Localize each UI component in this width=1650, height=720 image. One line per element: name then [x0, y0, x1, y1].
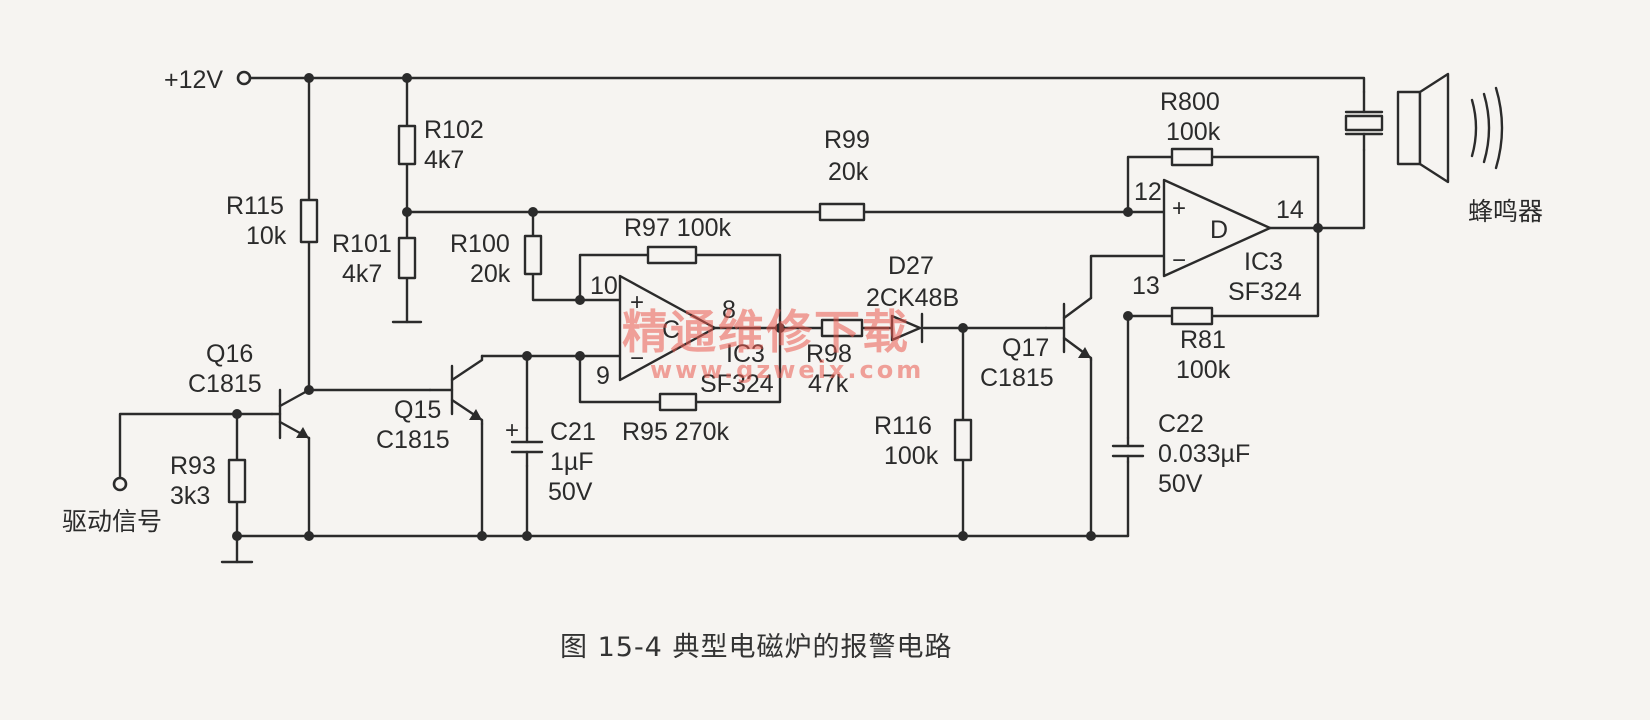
c21-polarity: +	[505, 417, 519, 444]
c22-rating: 50V	[1158, 470, 1203, 498]
r115-ref: R115	[226, 192, 284, 220]
input-label: 驱动信号	[62, 508, 162, 536]
piezo-buzzer	[1344, 90, 1384, 152]
ic3d-pin-minus: 13	[1132, 272, 1160, 300]
ic3c-ref: IC3	[726, 340, 765, 368]
r101-ref: R101	[332, 230, 392, 258]
c21-value: 1µF	[550, 448, 594, 476]
c22-value: 0.033µF	[1158, 440, 1250, 468]
ic3d-value: SF324	[1228, 278, 1302, 306]
ic3c-plus-sign: +	[630, 289, 644, 316]
supply-label: +12V	[164, 66, 223, 94]
ic3d-unit: D	[1210, 216, 1228, 244]
resistor-r98: R98 47k	[806, 318, 864, 398]
ic3c-unit: C	[662, 316, 680, 344]
r800-value: 100k	[1166, 118, 1221, 146]
resistor-r100: R100 20k	[450, 230, 543, 288]
ic3d-pin-plus: 12	[1134, 178, 1162, 206]
r97-label: R97 100k	[624, 214, 732, 242]
d27-ref: D27	[888, 252, 934, 280]
ic3d-pin-out: 14	[1276, 196, 1304, 224]
ic3d-minus-sign: −	[1172, 247, 1186, 274]
opamp-ic3d: + − D 12 13 14 IC3 SF324	[1132, 178, 1304, 306]
transistor-q16: Q16 C1815	[188, 340, 311, 440]
resistor-r101: R101 4k7	[332, 230, 417, 288]
q16-value: C1815	[188, 370, 262, 398]
c22-ref: C22	[1158, 410, 1204, 438]
input-terminal: 驱动信号	[62, 476, 162, 536]
q15-value: C1815	[376, 426, 450, 454]
ic3c-pin-out: 8	[722, 296, 736, 324]
r101-value: 4k7	[342, 260, 382, 288]
r81-value: 100k	[1176, 356, 1231, 384]
ic3c-minus-sign: −	[630, 345, 644, 372]
watermark-url: www.gzweix.com	[650, 356, 924, 384]
resistor-r102: R102 4k7	[397, 116, 484, 174]
resistor-r97: R97 100k	[624, 214, 732, 265]
q15-ref: Q15	[394, 396, 441, 424]
capacitor-c22: C22 0.033µF 50V	[1111, 410, 1250, 498]
resistor-r81: R81 100k	[1170, 306, 1231, 384]
r100-value: 20k	[470, 260, 511, 288]
r800-ref: R800	[1160, 88, 1220, 116]
r81-ref: R81	[1180, 326, 1226, 354]
r115-value: 10k	[246, 222, 287, 250]
resistor-r93: R93 3k3	[170, 452, 247, 510]
ic3d-plus-sign: +	[1172, 195, 1186, 222]
c21-ref: C21	[550, 418, 596, 446]
resistor-r95: R95 270k	[622, 392, 730, 446]
r99-ref: R99	[824, 126, 870, 154]
ic3c-value: SF324	[700, 370, 774, 398]
d27-value: 2CK48B	[866, 284, 959, 312]
q16-ref: Q16	[206, 340, 253, 368]
r98-value: 47k	[808, 370, 849, 398]
c21-rating: 50V	[548, 478, 593, 506]
r93-ref: R93	[170, 452, 216, 480]
r100-ref: R100	[450, 230, 510, 258]
junction-dots	[232, 73, 1323, 541]
diode-d27: D27 2CK48B	[866, 252, 959, 344]
r116-value: 100k	[884, 442, 939, 470]
transistor-q17: Q17 C1815	[980, 296, 1093, 392]
r99-value: 20k	[828, 158, 869, 186]
ic3d-ref: IC3	[1244, 248, 1283, 276]
opamp-ic3c: + − C 10 9 8 IC3 SF324	[590, 272, 774, 398]
transistor-q15: Q15 C1815	[376, 354, 484, 454]
speaker-icon: 蜂鸣器	[1396, 72, 1543, 226]
resistor-r115: R115 10k	[226, 192, 319, 250]
resistor-r99: R99 20k	[818, 126, 870, 222]
resistor-r800: R800 100k	[1160, 88, 1221, 167]
resistor-r116: R116 100k	[874, 412, 973, 470]
figure-caption: 图 15-4 典型电磁炉的报警电路	[560, 632, 952, 663]
r102-value: 4k7	[424, 146, 464, 174]
q17-ref: Q17	[1002, 334, 1049, 362]
q17-value: C1815	[980, 364, 1054, 392]
buzzer-label: 蜂鸣器	[1468, 198, 1543, 226]
ic3c-pin-minus: 9	[596, 362, 610, 390]
r95-label: R95 270k	[622, 418, 730, 446]
watermark-text: 精通维修下载	[622, 305, 910, 359]
watermark: 精通维修下载 www.gzweix.com	[622, 305, 924, 384]
r93-value: 3k3	[170, 482, 210, 510]
r116-ref: R116	[874, 412, 932, 440]
wires	[118, 76, 1366, 564]
r102-ref: R102	[424, 116, 484, 144]
ic3c-pin-plus: 10	[590, 272, 618, 300]
supply-terminal: +12V	[164, 66, 252, 94]
r98-ref: R98	[806, 340, 852, 368]
capacitor-c21: + C21 1µF 50V	[505, 417, 596, 506]
